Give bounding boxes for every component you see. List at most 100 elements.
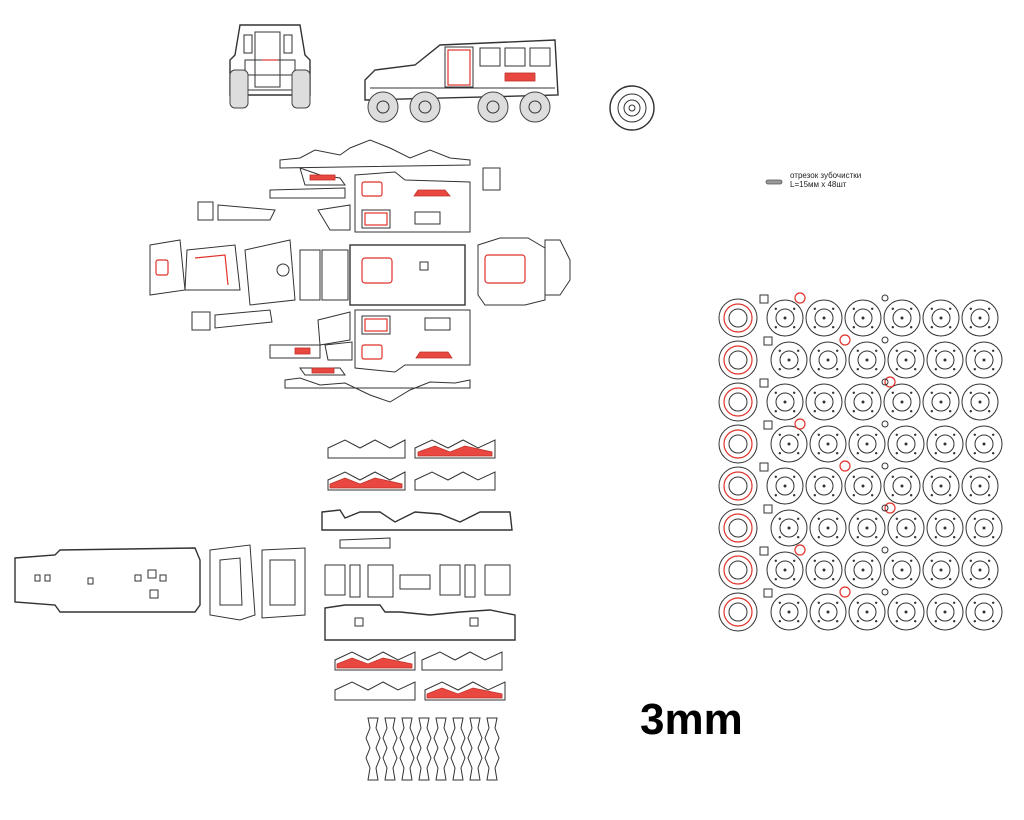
wheel-part bbox=[766, 551, 804, 589]
wheel-part bbox=[844, 383, 882, 421]
frame-brackets bbox=[209, 544, 306, 621]
washer-square bbox=[763, 504, 773, 514]
washer-small bbox=[881, 546, 889, 554]
washer-ring bbox=[884, 502, 896, 514]
wheel-part bbox=[809, 425, 847, 463]
wheel-part bbox=[805, 467, 843, 505]
wheel-part bbox=[961, 467, 999, 505]
washer-small bbox=[881, 294, 889, 302]
vehicle-front-view bbox=[229, 24, 311, 109]
spacer-piece bbox=[467, 717, 483, 781]
body-panel-parts bbox=[149, 139, 571, 403]
washer-small bbox=[881, 336, 889, 344]
wheel-part bbox=[809, 341, 847, 379]
wheel-part bbox=[965, 593, 1003, 631]
wheel-sheet bbox=[718, 292, 1003, 632]
wheel-part bbox=[922, 299, 960, 337]
washer-ring bbox=[839, 586, 851, 598]
wheel-part bbox=[883, 383, 921, 421]
washer-small bbox=[881, 420, 889, 428]
wheel-part bbox=[848, 341, 886, 379]
wheel-part bbox=[887, 593, 925, 631]
wheel-part bbox=[887, 425, 925, 463]
wheel-part bbox=[922, 467, 960, 505]
wheel-part bbox=[926, 341, 964, 379]
toothpick-swatch bbox=[765, 179, 783, 185]
washer-ring bbox=[794, 418, 806, 430]
wheel-part bbox=[844, 467, 882, 505]
spacer-piece bbox=[433, 717, 449, 781]
wheel-part bbox=[718, 424, 758, 464]
wheel-part bbox=[887, 509, 925, 547]
wheel-part bbox=[718, 466, 758, 506]
wheel-part bbox=[766, 299, 804, 337]
wheel-side-view bbox=[609, 85, 655, 131]
wheel-part bbox=[844, 299, 882, 337]
wheel-part bbox=[766, 467, 804, 505]
wheel-part bbox=[718, 382, 758, 422]
suspension-parts bbox=[321, 439, 516, 701]
wheel-part bbox=[961, 383, 999, 421]
spacer-pieces bbox=[365, 717, 500, 781]
wheel-part bbox=[848, 425, 886, 463]
annotation-spec: L=15мм х 48шт bbox=[790, 180, 847, 189]
wheel-part bbox=[922, 383, 960, 421]
wheel-part bbox=[844, 551, 882, 589]
washer-small bbox=[881, 462, 889, 470]
wheel-part bbox=[965, 425, 1003, 463]
vehicle-side-view bbox=[364, 39, 559, 123]
spacer-piece bbox=[399, 717, 415, 781]
washer-small bbox=[881, 504, 889, 512]
chassis-plate bbox=[14, 547, 201, 613]
wheel-part bbox=[883, 467, 921, 505]
wheel-part bbox=[805, 299, 843, 337]
wheel-part bbox=[883, 299, 921, 337]
wheel-part bbox=[718, 298, 758, 338]
washer-square bbox=[759, 462, 769, 472]
washer-small bbox=[881, 378, 889, 386]
washer-ring bbox=[794, 292, 806, 304]
wheel-part bbox=[770, 593, 808, 631]
wheel-part bbox=[770, 425, 808, 463]
wheel-part bbox=[961, 299, 999, 337]
spacer-piece bbox=[484, 717, 500, 781]
wheel-part bbox=[961, 551, 999, 589]
wheel-part bbox=[922, 551, 960, 589]
washer-ring bbox=[884, 376, 896, 388]
washer-square bbox=[763, 588, 773, 598]
wheel-part bbox=[809, 509, 847, 547]
wheel-part bbox=[718, 340, 758, 380]
washer-square bbox=[763, 420, 773, 430]
spacer-piece bbox=[382, 717, 398, 781]
washer-ring bbox=[794, 544, 806, 556]
annotation-title: отрезок зубочистки bbox=[790, 171, 862, 180]
wheel-part bbox=[770, 341, 808, 379]
spacer-piece bbox=[365, 717, 381, 781]
wheel-part bbox=[805, 551, 843, 589]
material-thickness-label: 3mm bbox=[640, 695, 743, 744]
washer-ring bbox=[839, 334, 851, 346]
wheel-part bbox=[848, 509, 886, 547]
wheel-part bbox=[805, 383, 843, 421]
wheel-part bbox=[926, 425, 964, 463]
washer-square bbox=[759, 378, 769, 388]
wheel-part bbox=[770, 509, 808, 547]
wheel-part bbox=[883, 551, 921, 589]
spacer-piece bbox=[450, 717, 466, 781]
wheel-part bbox=[718, 592, 758, 632]
wheel-part bbox=[926, 593, 964, 631]
washer-square bbox=[759, 294, 769, 304]
wheel-part bbox=[766, 383, 804, 421]
wheel-part bbox=[926, 509, 964, 547]
washer-square bbox=[763, 336, 773, 346]
wheel-part bbox=[965, 509, 1003, 547]
wheel-part bbox=[718, 508, 758, 548]
washer-square bbox=[759, 546, 769, 556]
wheel-part bbox=[809, 593, 847, 631]
washer-small bbox=[881, 588, 889, 596]
wheel-part bbox=[965, 341, 1003, 379]
spacer-piece bbox=[416, 717, 432, 781]
washer-ring bbox=[839, 460, 851, 472]
wheel-part bbox=[848, 593, 886, 631]
